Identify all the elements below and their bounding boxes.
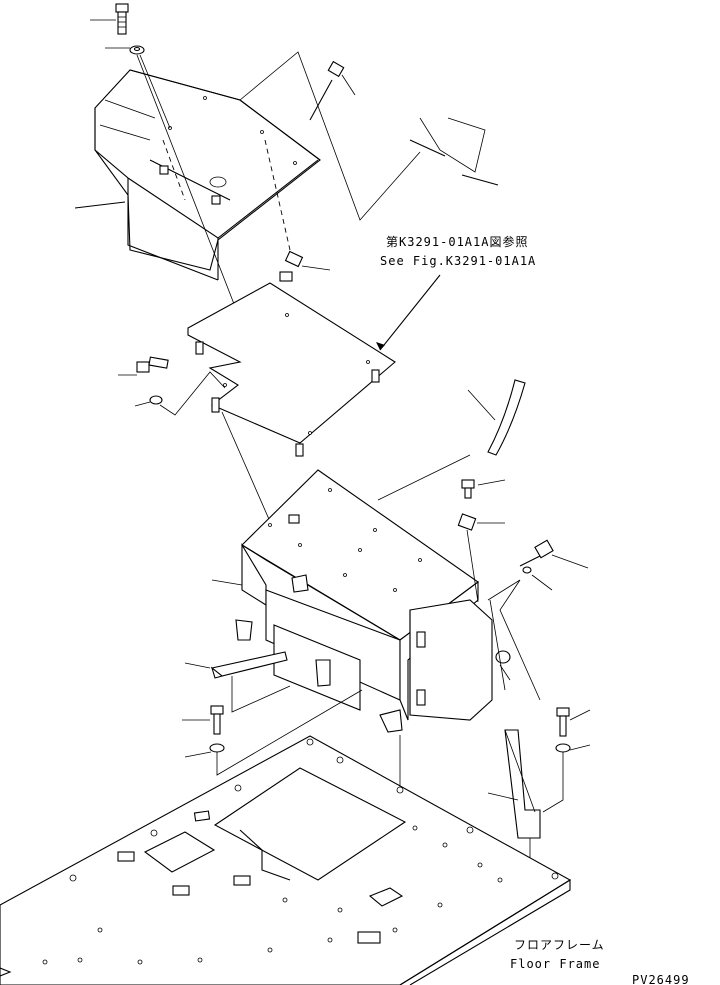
right-floor-bracket	[487, 729, 541, 839]
reference-note-en: See Fig.K3291-01A1A	[380, 254, 536, 268]
floor-frame-label-en: Floor Frame	[510, 957, 600, 971]
floor-frame	[0, 735, 572, 985]
floor-frame-label-jp: フロアフレーム	[514, 938, 605, 952]
seal-strips	[409, 117, 499, 186]
floor-frame-label: フロアフレーム Floor Frame	[510, 938, 605, 971]
leader-enclosure	[377, 454, 471, 501]
main-enclosure	[235, 469, 493, 733]
curved-strip	[467, 379, 526, 456]
right-clip-nut	[457, 513, 505, 603]
top-cover-assembly	[74, 3, 499, 346]
right-small-bolt	[461, 479, 506, 499]
drawing-number: PV26499	[632, 973, 690, 985]
grommet	[495, 650, 511, 664]
leader-top-cover	[74, 201, 126, 209]
small-bolt-cover	[309, 60, 345, 121]
leader-reference	[379, 274, 441, 351]
bolt-bottom-left	[182, 689, 363, 776]
bolt-bottom-right	[542, 707, 591, 813]
bolt-top-left	[115, 3, 129, 35]
top-cover-box	[94, 69, 321, 281]
bolt-mid-left	[118, 356, 226, 416]
bracket-hardware	[279, 250, 331, 282]
reference-note: 第K3291-01A1A図参照 See Fig.K3291-01A1A	[376, 234, 536, 351]
left-bracket-bar	[184, 651, 291, 713]
reference-note-jp: 第K3291-01A1A図参照	[386, 234, 528, 249]
middle-plate	[187, 282, 396, 457]
leader-enclosure-left	[211, 579, 243, 586]
right-bolt-long	[519, 539, 589, 591]
